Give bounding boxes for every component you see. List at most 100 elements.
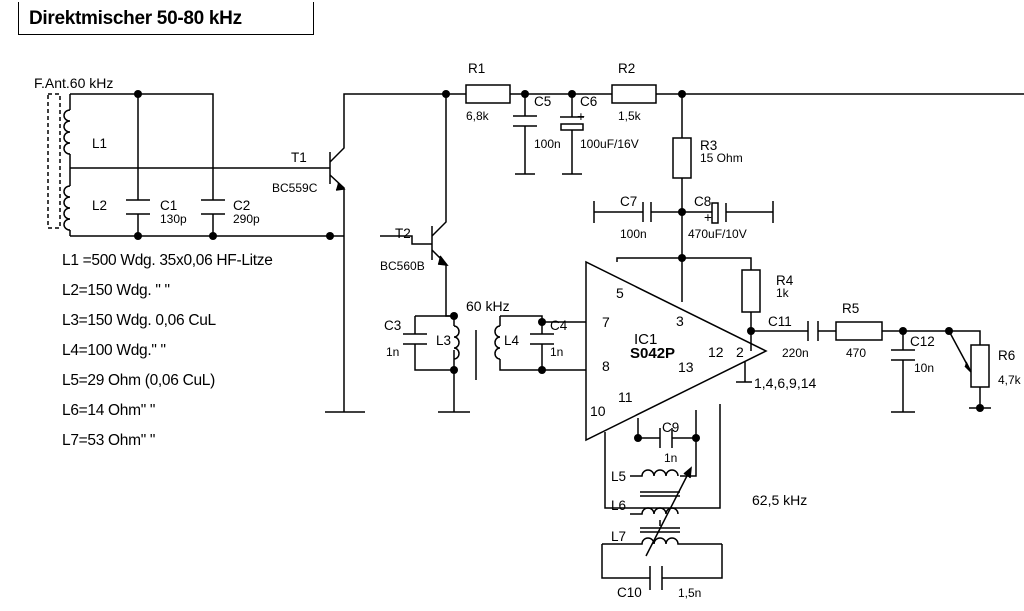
l2-label: L2	[92, 198, 107, 213]
r1-value: 6,8k	[466, 109, 490, 123]
coil-l2	[63, 168, 71, 236]
l4-label: L4	[504, 333, 520, 348]
coil-l1	[63, 94, 71, 168]
note-l1: L1 =500 Wdg. 35x0,06 HF-Litze	[62, 252, 273, 269]
capacitor-c5	[513, 94, 537, 175]
c12-value: 10n	[914, 361, 934, 375]
r4-value: 1k	[776, 286, 790, 300]
note-l4: L4=100 Wdg." "	[62, 342, 166, 359]
c8-value: 470uF/10V	[688, 227, 747, 241]
coil-l6	[630, 491, 680, 533]
c7-value: 100n	[620, 227, 647, 241]
schematic-title: Direktmischer 50-80 kHz	[29, 8, 242, 29]
ic-part: S042P	[630, 345, 675, 362]
note-l3: L3=150 Wdg. 0,06 CuL	[62, 312, 216, 329]
ic-pin-13: 13	[678, 359, 694, 375]
c8-ref: C8	[694, 194, 711, 209]
c4-value: 1n	[550, 345, 563, 359]
ic-pin-2: 2	[736, 344, 744, 360]
note-l7: L7=53 Ohm" "	[62, 432, 156, 449]
tuning-arrow	[645, 466, 692, 557]
c11-ref: C11	[768, 314, 792, 329]
t1-ref: T1	[291, 150, 307, 165]
c7-ref: C7	[620, 194, 637, 209]
r5-ref: R5	[842, 301, 859, 316]
ic1-amplifier	[585, 260, 768, 442]
c10-ref: C10	[617, 585, 642, 600]
c2-ref: C2	[233, 198, 250, 213]
c12-ref: C12	[910, 334, 935, 349]
input-frequency-label: 60 kHz	[466, 298, 510, 314]
ic-pin-12: 12	[708, 344, 724, 360]
ic-supply-wiring	[616, 257, 752, 302]
c1-value: 130p	[160, 212, 187, 226]
note-l5: L5=29 Ohm (0,06 CuL)	[62, 372, 215, 389]
c9-ref: C9	[662, 420, 679, 435]
ic-pin-8: 8	[602, 358, 610, 374]
capacitor-c8	[682, 201, 774, 224]
capacitor-c7	[593, 201, 682, 223]
note-l2: L2=150 Wdg. " "	[62, 282, 170, 299]
l3-label: L3	[436, 333, 451, 348]
title-box: Direktmischer 50-80 kHz	[18, 2, 314, 35]
ic-name: IC1	[634, 331, 657, 348]
c11-value: 220n	[782, 346, 809, 360]
ic-pin-11: 11	[618, 389, 633, 405]
ic-ground-pins: 1,4,6,9,14	[754, 375, 816, 391]
output-wiring	[750, 321, 981, 413]
c3-ref: C3	[384, 318, 401, 333]
c3-value: 1n	[386, 345, 399, 359]
transistor-t2	[380, 94, 449, 300]
potentiometer-r6	[948, 330, 991, 409]
capacitor-c1	[126, 199, 150, 215]
capacitor-c2	[201, 199, 225, 215]
r2-value: 1,5k	[618, 109, 642, 123]
ic-pin-7: 7	[602, 314, 610, 330]
l7-label: L7	[611, 529, 626, 544]
resistor-r4	[741, 269, 761, 331]
t1-type: BC559C	[272, 181, 318, 195]
capacitor-c9	[659, 428, 673, 448]
l3-tank	[403, 300, 470, 413]
resistor-r3	[672, 137, 692, 258]
r2-ref: R2	[618, 61, 635, 76]
c8-plus: +	[704, 210, 712, 225]
capacitor-c4	[530, 322, 554, 370]
input-wiring	[70, 93, 344, 237]
c4-ref: C4	[550, 318, 568, 333]
r1-ref: R1	[468, 61, 485, 76]
ic-pin-10: 10	[590, 403, 606, 419]
ic-pin-5: 5	[616, 285, 624, 301]
c5-value: 100n	[534, 137, 561, 151]
r3-ref: R3	[700, 138, 717, 153]
coil-l4	[475, 315, 586, 380]
ic1-ground-lead	[736, 362, 752, 383]
c6-value: 100uF/16V	[580, 137, 639, 151]
r3-value: 15 Ohm	[700, 151, 743, 165]
c5-ref: C5	[534, 94, 551, 109]
supply-rail	[446, 84, 1024, 138]
component-labels: F.Ant.60 kHz L1 L2 C1 130p C2 290p T1 BC…	[34, 61, 1022, 600]
r5-value: 470	[846, 346, 866, 360]
c9-value: 1n	[664, 451, 677, 465]
c6-ref: C6	[580, 94, 597, 109]
coil-l5	[630, 469, 679, 477]
r6-value: 4,7k	[998, 373, 1022, 387]
r4-ref: R4	[776, 273, 794, 288]
ic-pin-3: 3	[676, 313, 684, 329]
r6-ref: R6	[998, 348, 1015, 363]
oscillator-frequency-label: 62,5 kHz	[752, 492, 807, 508]
t2-ref: T2	[395, 226, 411, 241]
coil-winding-notes: L1 =500 Wdg. 35x0,06 HF-Litze L2=150 Wdg…	[62, 252, 273, 462]
transistor-t1	[329, 93, 446, 236]
c10-value: 1,5n	[678, 586, 701, 600]
antenna-label: F.Ant.60 kHz	[34, 75, 113, 91]
t2-type: BC560B	[380, 259, 425, 273]
c2-value: 290p	[233, 212, 260, 226]
l6-label: L6	[611, 498, 626, 513]
coil-l7	[601, 537, 723, 590]
c6-plus: +	[577, 109, 585, 124]
l1-label: L1	[92, 136, 107, 151]
l5-label: L5	[611, 469, 626, 484]
